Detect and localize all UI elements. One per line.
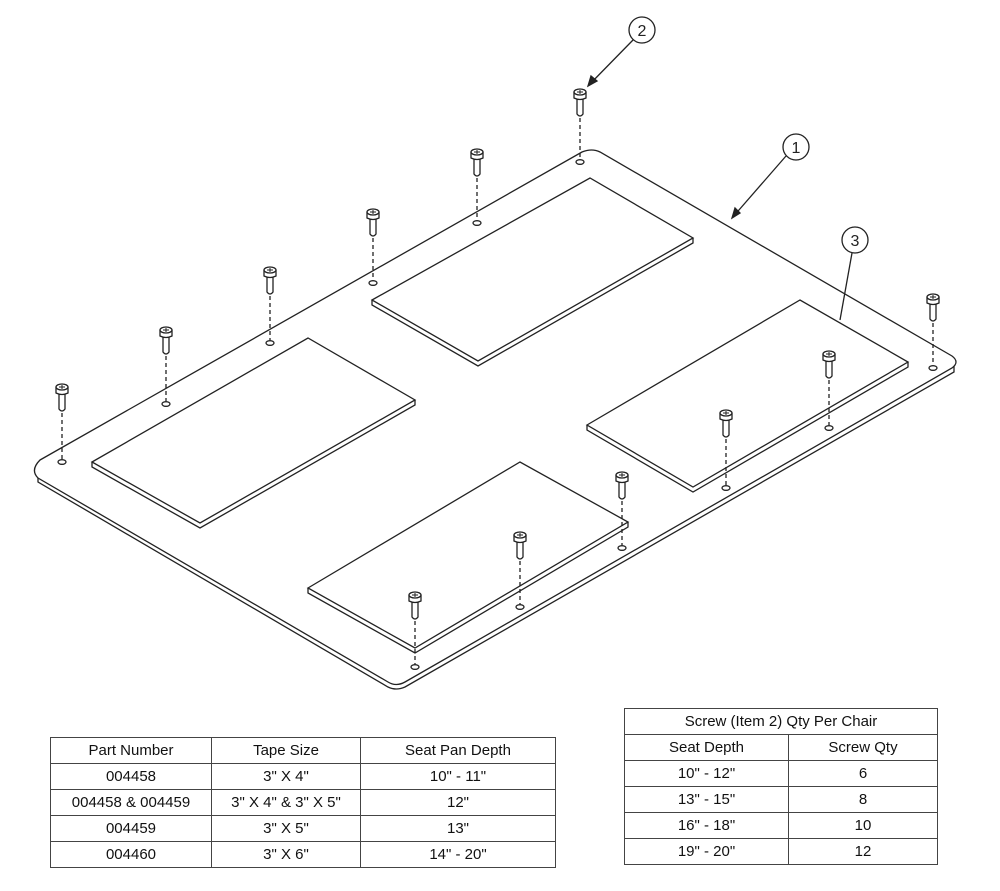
- screw-icon: [719, 409, 733, 491]
- svg-text:2: 2: [638, 23, 647, 40]
- cell: 16" - 18": [624, 812, 789, 839]
- screw-icon: [615, 471, 629, 551]
- screw-icon: [470, 148, 484, 226]
- cell: 19" - 20": [624, 838, 789, 865]
- svg-text:1: 1: [792, 140, 801, 157]
- tape-pad: [90, 337, 417, 529]
- screw-icon: [159, 326, 173, 407]
- balloon-3: 3: [839, 226, 869, 321]
- screw-icon: [408, 591, 422, 670]
- header-cell: Seat Pan Depth: [360, 737, 556, 764]
- tape-pad: [306, 461, 630, 654]
- table-row: 16" - 18"10: [624, 812, 938, 839]
- screw-icon: [822, 350, 836, 431]
- screw-icon: [263, 266, 277, 346]
- screw-qty-table: Screw (Item 2) Qty Per Chair Seat Depth …: [624, 708, 938, 865]
- cell: 10" - 11": [360, 763, 556, 790]
- balloon-1: 1: [730, 133, 810, 220]
- table-row: 19" - 20"12: [624, 838, 938, 865]
- tape-pad: [585, 299, 910, 493]
- screw-icon: [573, 88, 587, 165]
- table-title-row: Screw (Item 2) Qty Per Chair: [624, 708, 938, 735]
- cell: 13": [360, 815, 556, 842]
- header-cell: Screw Qty: [788, 734, 938, 761]
- screw-icon: [926, 293, 940, 371]
- table-row: 13" - 15"8: [624, 786, 938, 813]
- screws: [55, 88, 940, 670]
- cell: 12": [360, 789, 556, 816]
- cell: 12: [788, 838, 938, 865]
- header-cell: Part Number: [50, 737, 212, 764]
- tape-pads: [90, 177, 910, 654]
- screw-icon: [513, 531, 527, 610]
- cell: 14" - 20": [360, 841, 556, 868]
- table-title: Screw (Item 2) Qty Per Chair: [624, 708, 938, 735]
- cell: 004458 & 004459: [50, 789, 212, 816]
- table-header-row: Seat Depth Screw Qty: [624, 734, 938, 761]
- table-header-row: Part Number Tape Size Seat Pan Depth: [50, 737, 556, 764]
- header-cell: Seat Depth: [624, 734, 789, 761]
- balloon-2: 2: [586, 16, 656, 88]
- assembly-drawing: 1 2 3: [33, 16, 957, 690]
- parts-table: Part Number Tape Size Seat Pan Depth 004…: [50, 737, 556, 868]
- cell: 6: [788, 760, 938, 787]
- cell: 3" X 4": [211, 763, 361, 790]
- screw-icon: [55, 383, 69, 465]
- seat-pan-plate: [33, 149, 957, 690]
- cell: 10: [788, 812, 938, 839]
- cell: 13" - 15": [624, 786, 789, 813]
- cell: 3" X 4" & 3" X 5": [211, 789, 361, 816]
- tape-pad: [370, 177, 695, 367]
- cell: 004458: [50, 763, 212, 790]
- screw-icon: [366, 208, 380, 286]
- svg-text:3: 3: [851, 233, 860, 250]
- cell: 3" X 6": [211, 841, 361, 868]
- cell: 10" - 12": [624, 760, 789, 787]
- cell: 3" X 5": [211, 815, 361, 842]
- cell: 004460: [50, 841, 212, 868]
- cell: 004459: [50, 815, 212, 842]
- cell: 8: [788, 786, 938, 813]
- header-cell: Tape Size: [211, 737, 361, 764]
- table-row: 10" - 12"6: [624, 760, 938, 787]
